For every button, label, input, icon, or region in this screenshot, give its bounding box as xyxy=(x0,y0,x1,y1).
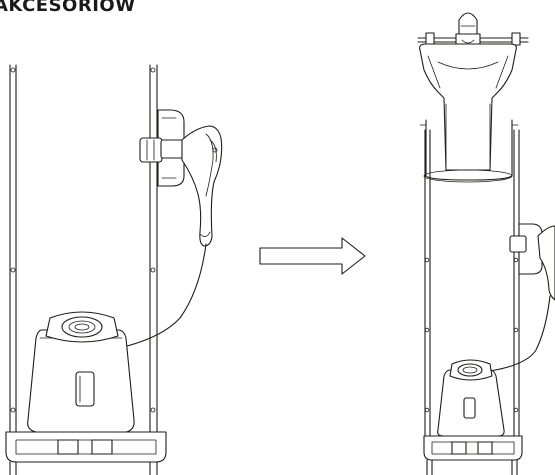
steamer-before-illustration xyxy=(5,64,223,475)
right-arrow-icon xyxy=(259,237,366,275)
steamer-after-illustration xyxy=(417,12,555,475)
section-heading: AKCESORIÓW xyxy=(0,0,136,16)
